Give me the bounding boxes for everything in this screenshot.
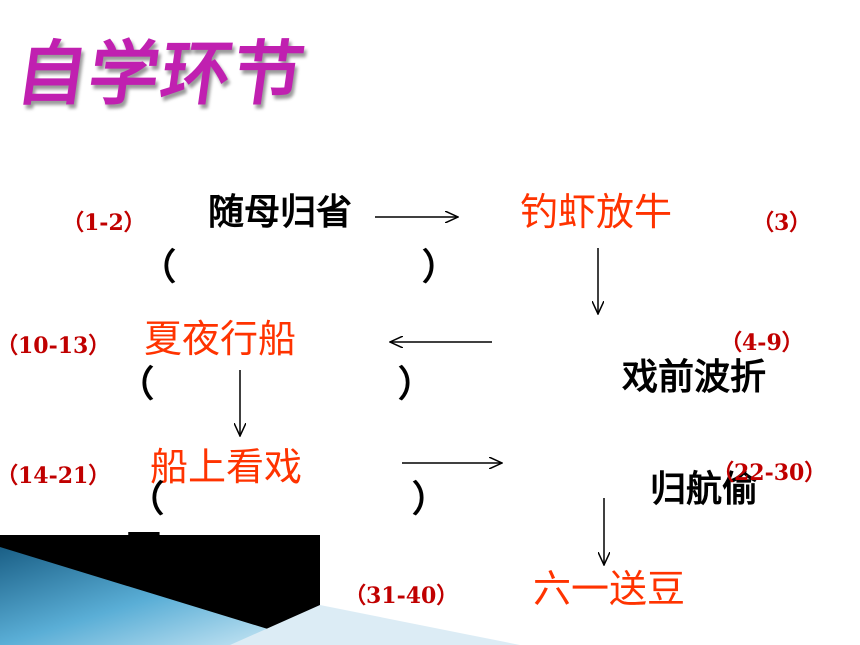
range-n6: （22-30） <box>712 460 827 486</box>
node-n5: 船上看戏 <box>150 445 303 489</box>
range-n4: （10-13） <box>0 333 111 359</box>
range-n5: （14-21） <box>0 463 111 489</box>
paren-close: ） <box>412 479 449 520</box>
paren-close: ） <box>398 364 435 405</box>
node-n4: 夏夜行船 <box>144 317 297 361</box>
node-n7: 六一送豆 <box>533 567 686 611</box>
node-n3: 戏前波折 <box>622 357 767 398</box>
paren-open: （ <box>128 479 165 520</box>
node-n6: 归航偷 <box>650 469 759 510</box>
paren-open: （ <box>118 364 155 405</box>
paren-open: （ <box>140 247 177 288</box>
range-n2: （3） <box>752 210 812 236</box>
node-n1: 随母归省 <box>208 192 353 233</box>
range-n3: （4-9） <box>720 330 804 356</box>
range-n1: （1-2） <box>62 210 146 236</box>
decorative-ribbon <box>0 535 520 645</box>
node-n2: 钓虾放牛 <box>520 190 673 234</box>
range-n7: （31-40） <box>344 583 459 609</box>
paren-close: ） <box>422 247 459 288</box>
